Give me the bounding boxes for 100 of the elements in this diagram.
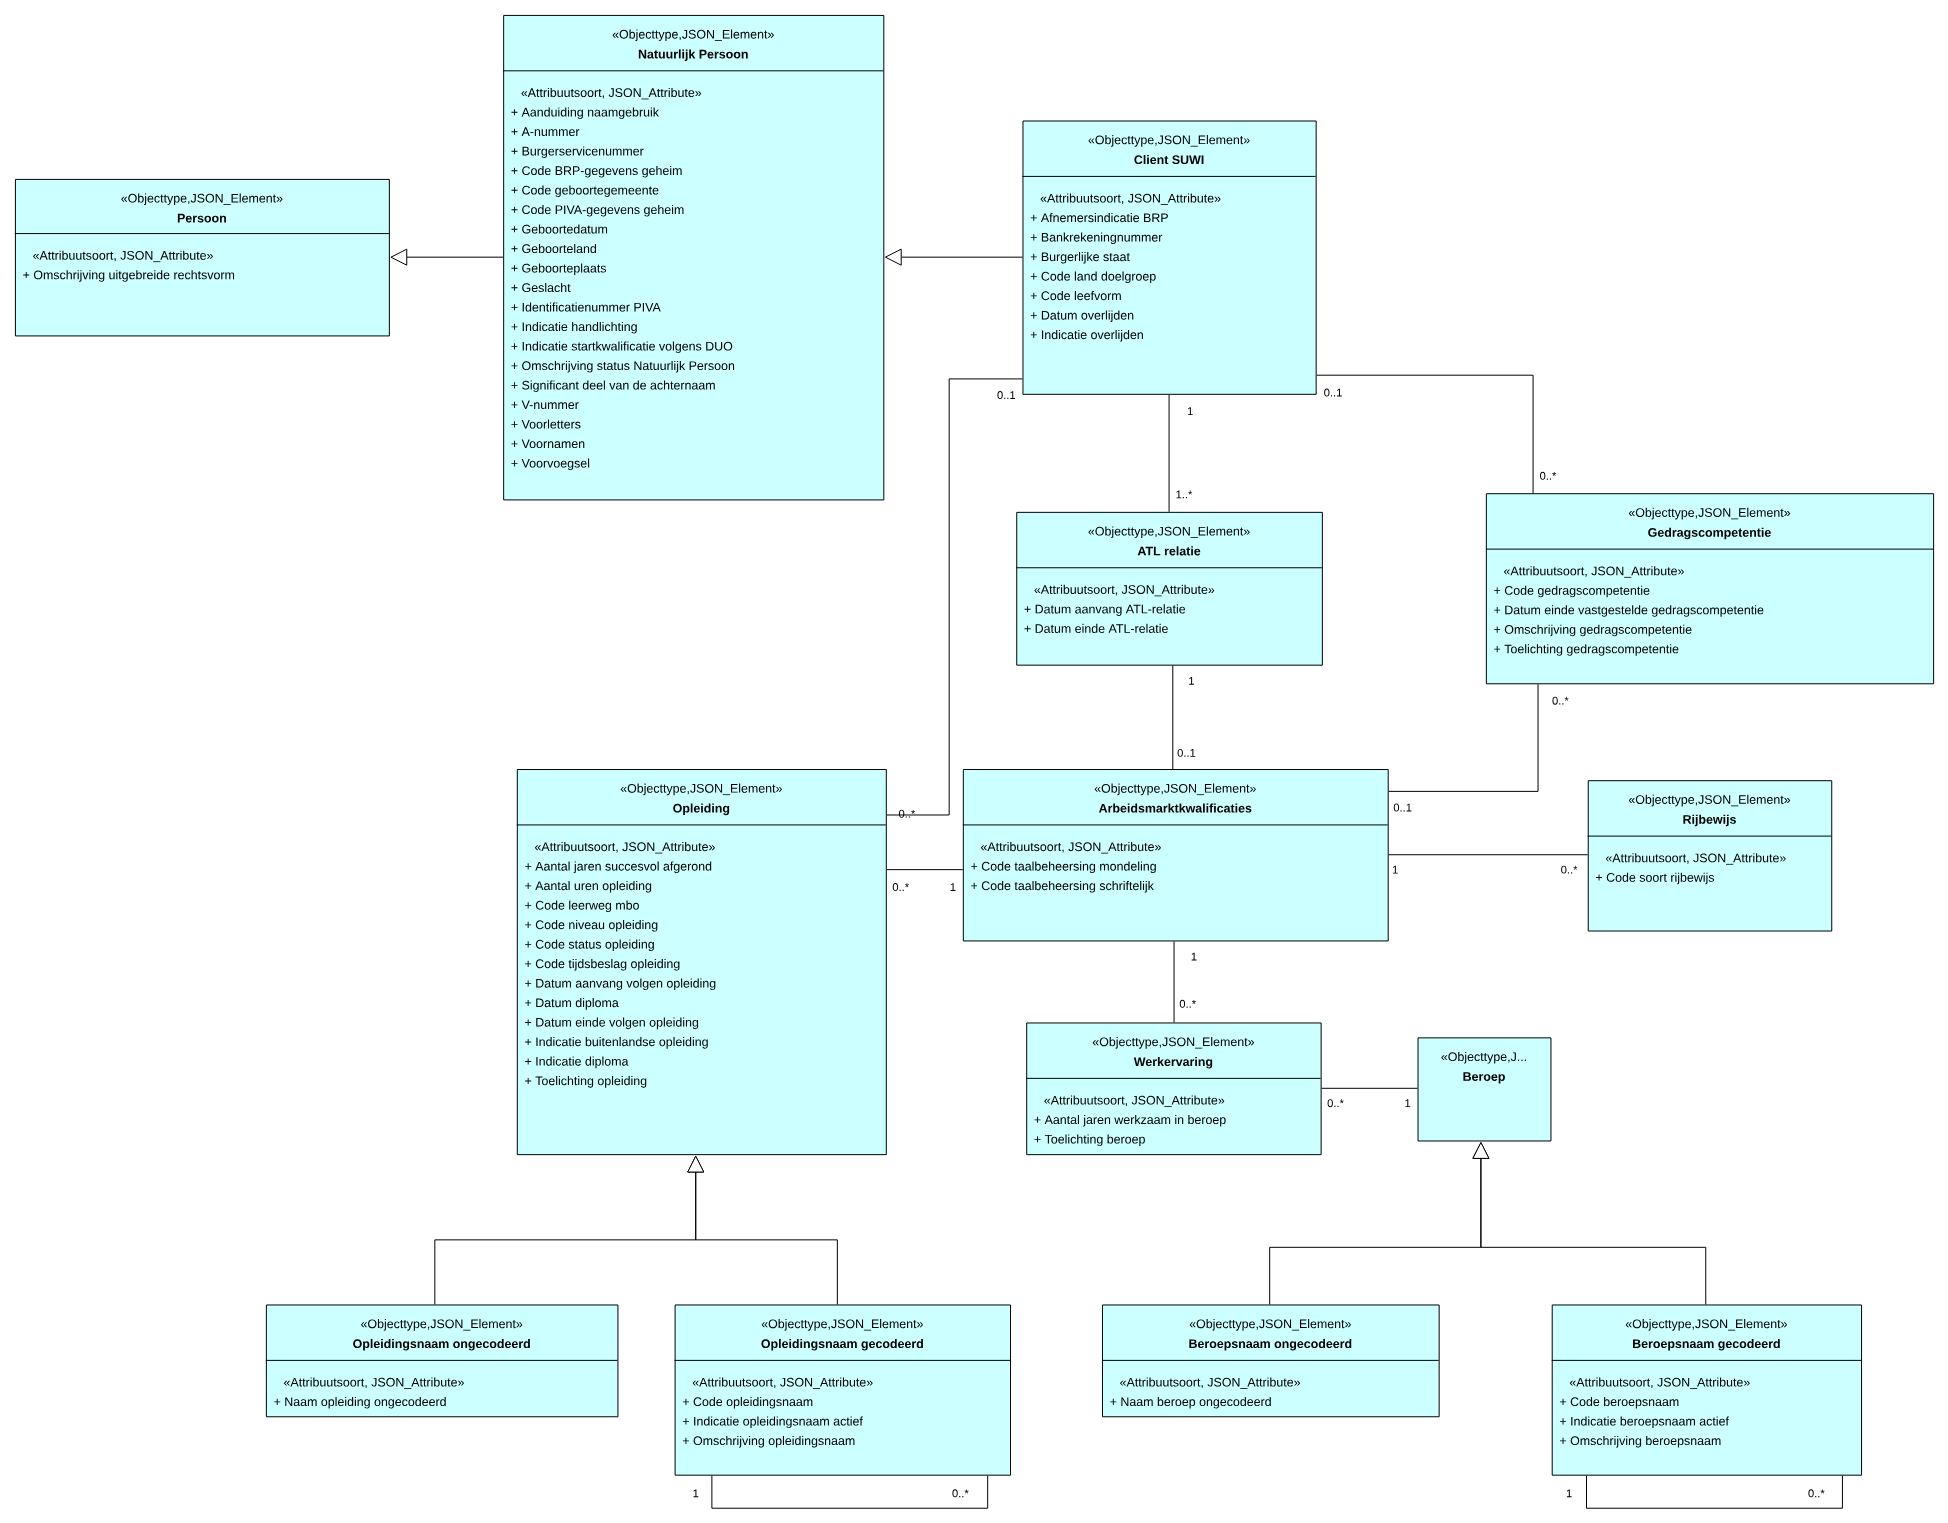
stereotype-label: «Attribuutsoort, JSON_Attribute» bbox=[1040, 193, 1221, 205]
multiplicity-label: 0..* bbox=[1327, 1099, 1344, 1108]
attribute-label: + Datum einde ATL-relatie bbox=[1024, 623, 1168, 633]
attribute-label: + Indicatie overlijden bbox=[1030, 330, 1143, 342]
attribute-label: + Geslacht bbox=[511, 282, 571, 292]
attribute-label: + Code beroepsnaam bbox=[1560, 1396, 1679, 1409]
multiplicity-label: 1 bbox=[1392, 865, 1398, 874]
attribute-label: + Code tijdsbeslag opleiding bbox=[525, 959, 680, 971]
class-name: Beroepsnaam ongecodeerd bbox=[1189, 1338, 1352, 1351]
stereotype-label: «Objecttype,JSON_Element» bbox=[1088, 526, 1250, 538]
generalization-arrow bbox=[687, 1155, 838, 1305]
attribute-label: + Code opleidingsnaam bbox=[682, 1396, 813, 1409]
multiplicity-label: 1..* bbox=[1176, 490, 1193, 499]
attribute-label: + Geboortedatum bbox=[511, 224, 608, 234]
generalization-arrow bbox=[1472, 1142, 1707, 1305]
multiplicity-label: 0..1 bbox=[1324, 388, 1342, 397]
attribute-label: + Datum einde volgen opleiding bbox=[525, 1017, 699, 1030]
association-line bbox=[886, 869, 964, 871]
stereotype-label: «Attribuutsoort, JSON_Attribute» bbox=[1504, 566, 1684, 578]
stereotype-label: «Objecttype,JSON_Element» bbox=[1628, 794, 1791, 807]
multiplicity-label: 0..1 bbox=[1177, 748, 1196, 757]
stereotype-label: «Attribuutsoort, JSON_Attribute» bbox=[521, 87, 702, 100]
attribute-label: + Aantal jaren werkzaam in beroep bbox=[1034, 1114, 1226, 1127]
attribute-label: + Indicatie handlichting bbox=[511, 321, 637, 334]
stereotype-label: «Objecttype,J... bbox=[1441, 1051, 1527, 1064]
attribute-label: + Naam opleiding ongecodeerd bbox=[274, 1396, 446, 1409]
class-name: Natuurlijk Persoon bbox=[638, 49, 748, 61]
stereotype-label: «Attribuutsoort, JSON_Attribute» bbox=[1605, 853, 1786, 865]
multiplicity-label: 0..* bbox=[1540, 471, 1557, 480]
stereotype-label: «Objecttype,JSON_Element» bbox=[612, 29, 774, 42]
multiplicity-label: 0..* bbox=[952, 1489, 969, 1498]
stereotype-label: «Objecttype,JSON_Element» bbox=[620, 783, 782, 796]
attribute-label: + Omschrijving gedragscompetentie bbox=[1494, 624, 1692, 637]
stereotype-label: «Objecttype,JSON_Element» bbox=[1628, 507, 1791, 520]
attribute-label: + Datum aanvang ATL-relatie bbox=[1024, 604, 1186, 616]
association-line bbox=[1168, 394, 1170, 513]
multiplicity-label: 0..* bbox=[898, 809, 916, 818]
class-name: Client SUWI bbox=[1134, 154, 1204, 165]
multiplicity-label: 0..* bbox=[1561, 865, 1578, 874]
class-name: Persoon bbox=[177, 213, 226, 223]
stereotype-label: «Attribuutsoort, JSON_Attribute» bbox=[1034, 584, 1215, 597]
attribute-label: + Datum diploma bbox=[525, 998, 619, 1010]
attribute-label: + Toelichting gedragscompetentie bbox=[1494, 644, 1679, 656]
stereotype-label: «Objecttype,JSON_Element» bbox=[1625, 1319, 1787, 1331]
attribute-label: + Omschrijving opleidingsnaam bbox=[682, 1435, 855, 1448]
attribute-label: + Voornamen bbox=[511, 439, 585, 449]
multiplicity-label: 0..* bbox=[1179, 999, 1196, 1008]
attribute-label: + Significant deel van de achternaam bbox=[511, 380, 715, 392]
generalization-arrow bbox=[884, 248, 1023, 266]
multiplicity-label: 1 bbox=[1191, 952, 1197, 961]
stereotype-label: «Objecttype,JSON_Element» bbox=[761, 1319, 923, 1331]
stereotype-label: «Objecttype,JSON_Element» bbox=[1092, 1037, 1255, 1049]
stereotype-label: «Objecttype,JSON_Element» bbox=[1189, 1319, 1351, 1331]
attribute-label: + Omschrijving uitgebreide rechtsvorm bbox=[23, 270, 235, 282]
attribute-label: + Identificatienummer PIVA bbox=[511, 302, 661, 312]
attribute-label: + Code geboortegemeente bbox=[511, 185, 659, 197]
class-name: Rijbewijs bbox=[1683, 814, 1736, 827]
stereotype-label: «Attribuutsoort, JSON_Attribute» bbox=[692, 1377, 873, 1389]
attribute-label: + Omschrijving status Natuurlijk Persoon bbox=[511, 360, 735, 373]
association-line bbox=[1321, 1087, 1419, 1089]
attribute-label: + Afnemersindicatie BRP bbox=[1030, 212, 1168, 223]
multiplicity-label: 1 bbox=[1189, 676, 1194, 685]
stereotype-label: «Attribuutsoort, JSON_Attribute» bbox=[1044, 1095, 1225, 1107]
attribute-label: + Aanduiding naamgebruik bbox=[511, 107, 659, 119]
class-name: Arbeidsmarktkwalificaties bbox=[1098, 803, 1252, 813]
attribute-label: + Geboorteland bbox=[511, 243, 597, 253]
stereotype-label: «Attribuutsoort, JSON_Attribute» bbox=[534, 841, 715, 854]
multiplicity-label: 1 bbox=[1187, 407, 1193, 415]
stereotype-label: «Attribuutsoort, JSON_Attribute» bbox=[981, 841, 1161, 854]
association-line bbox=[1173, 940, 1175, 1023]
attribute-label: + Geboorteplaats bbox=[511, 263, 607, 275]
stereotype-label: «Objecttype,JSON_Element» bbox=[121, 193, 283, 206]
attribute-label: + Indicatie beroepsnaam actief bbox=[1560, 1416, 1729, 1428]
attribute-label: + Naam beroep ongecodeerd bbox=[1110, 1396, 1271, 1409]
multiplicity-label: 1 bbox=[1405, 1099, 1411, 1107]
attribute-label: + A-nummer bbox=[511, 127, 580, 136]
class-name: Beroep bbox=[1463, 1072, 1505, 1084]
attribute-label: + Bankrekeningnummer bbox=[1030, 232, 1163, 245]
stereotype-label: «Objecttype,JSON_Element» bbox=[361, 1319, 523, 1331]
attribute-label: + Toelichting opleiding bbox=[525, 1076, 647, 1088]
association-line bbox=[1388, 683, 1539, 792]
attribute-label: + Code land doelgroep bbox=[1030, 271, 1156, 284]
attribute-label: + Indicatie startkwalificatie volgens DUO bbox=[511, 341, 733, 353]
multiplicity-label: 0..* bbox=[1808, 1489, 1825, 1498]
attribute-label: + Aantal jaren succesvol afgerond bbox=[525, 861, 712, 874]
attribute-label: + Code leerweg mbo bbox=[525, 900, 639, 913]
association-line bbox=[1172, 665, 1174, 770]
stereotype-label: «Attribuutsoort, JSON_Attribute» bbox=[284, 1377, 464, 1389]
attribute-label: + Aantal uren opleiding bbox=[525, 881, 652, 893]
attribute-label: + Voorvoegsel bbox=[511, 458, 590, 470]
association-line bbox=[711, 1475, 989, 1509]
stereotype-label: «Objecttype,JSON_Element» bbox=[1088, 135, 1250, 147]
association-line bbox=[1316, 374, 1534, 494]
attribute-label: + Code niveau opleiding bbox=[525, 920, 658, 932]
association-line bbox=[886, 378, 1023, 816]
attribute-label: + Indicatie diploma bbox=[525, 1056, 629, 1069]
multiplicity-label: 0..* bbox=[1552, 696, 1569, 705]
attribute-label: + Voorletters bbox=[511, 419, 581, 429]
attribute-label: + Datum overlijden bbox=[1030, 310, 1134, 323]
class-name: Opleidingsnaam ongecodeerd bbox=[353, 1338, 530, 1351]
